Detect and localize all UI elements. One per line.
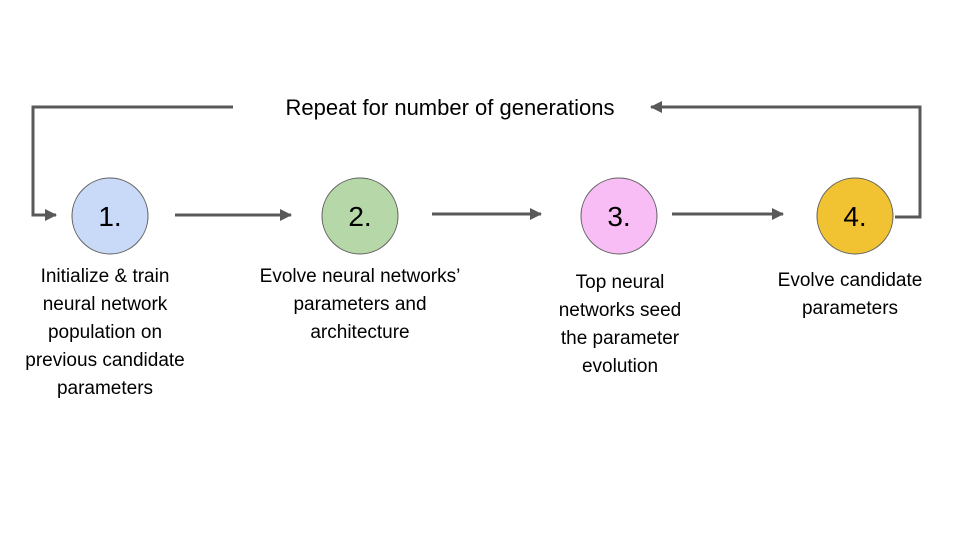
step-4-number: 4. [843,201,866,232]
step-1-label: Initialize & train neural network popula… [25,266,185,399]
step-2-circle [321,177,399,255]
step-1-number: 1. [98,201,121,232]
step-4-label: Evolve candidate parameters [777,270,923,319]
step-3-circle [580,177,658,255]
loop-arrow-right [650,101,922,219]
loop-arrow-left [31,105,233,221]
step-2-label: Evolve neural networks’ parameters and a… [259,266,461,343]
step-1-circle [71,177,149,255]
step-3-number: 3. [607,201,630,232]
step-3-label: Top neural networks seed the parameter e… [558,272,682,377]
step-2-number: 2. [348,201,371,232]
loop-title: Repeat for number of generations [285,95,615,120]
step-4-circle [816,177,894,255]
